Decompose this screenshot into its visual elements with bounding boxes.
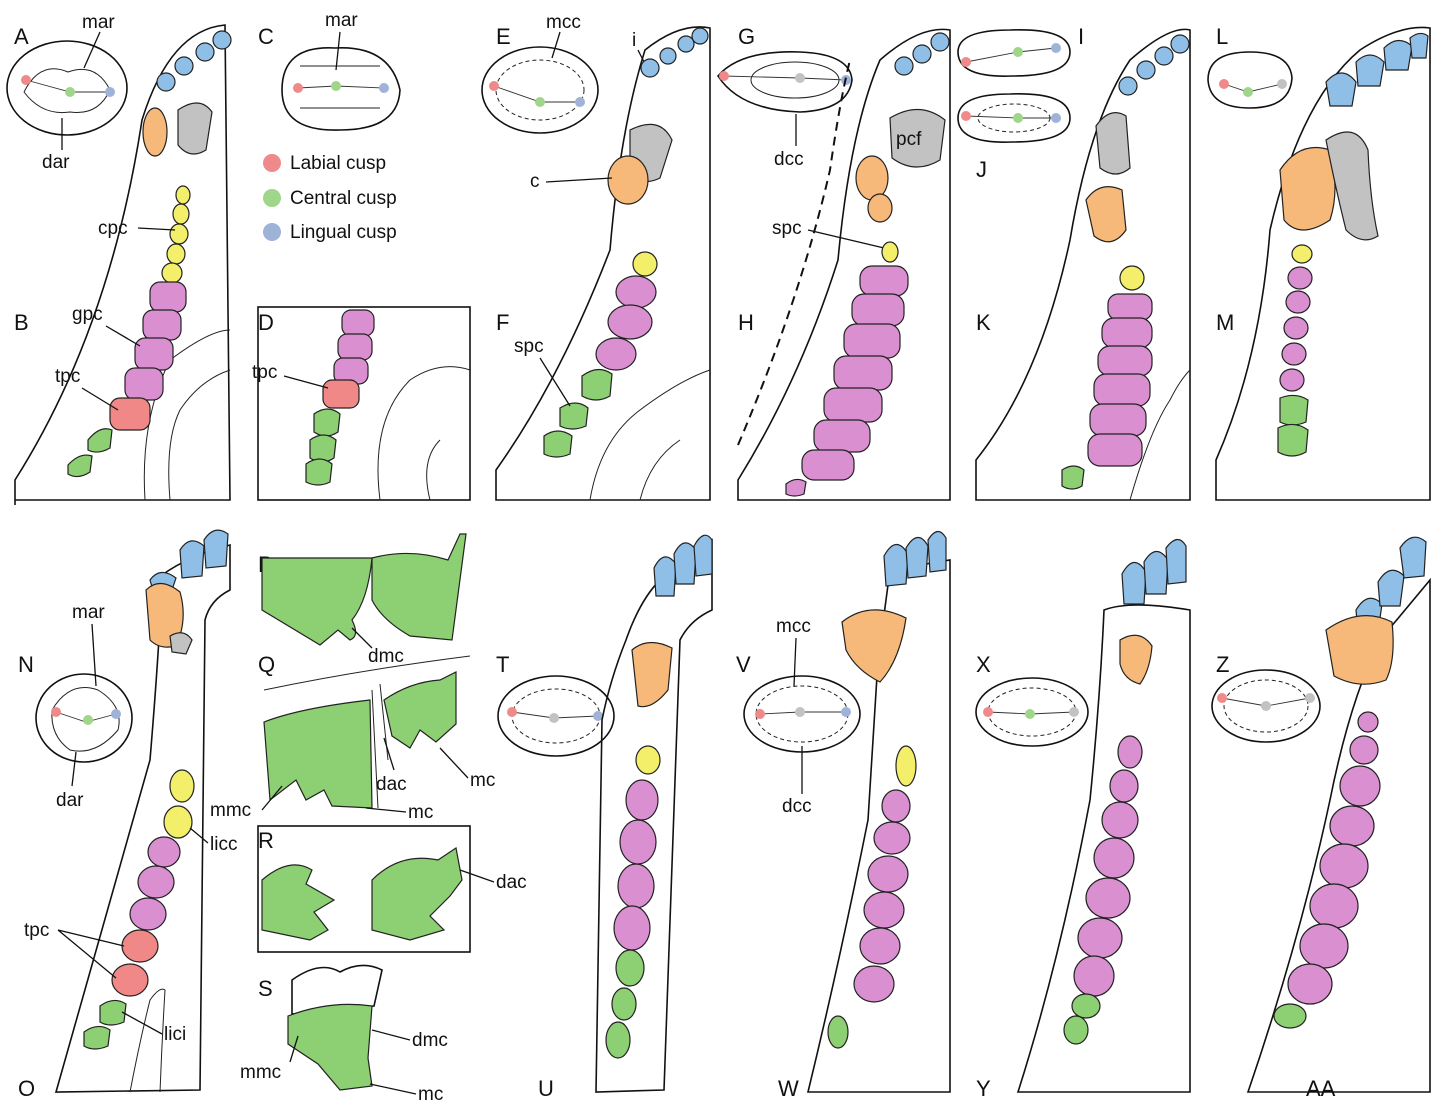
gray-bone [178, 103, 212, 154]
panel-x-y: X Y [976, 539, 1190, 1101]
label-dcc-v: dcc [782, 796, 812, 817]
panel-letter-j: J [976, 157, 987, 182]
label-dar: dar [42, 152, 70, 173]
label-c: c [530, 171, 540, 192]
panel-letter-d: D [258, 310, 274, 335]
label-tpc-d: tpc [252, 362, 277, 383]
label-mar-n: mar [72, 602, 105, 623]
label-dac-r: dac [496, 872, 527, 893]
legend-central: Central cusp [290, 188, 397, 209]
panel-letter-x: X [976, 652, 991, 677]
panel-letter-z: Z [1216, 652, 1229, 677]
label-spc: spc [514, 336, 544, 357]
panel-letter-e: E [496, 24, 511, 49]
legend-swatch-labial [263, 154, 281, 172]
label-mc-q: mc [470, 770, 495, 791]
incisor [157, 73, 175, 91]
label-dac-q: dac [376, 774, 407, 795]
panel-letter-aa: AA [1306, 1076, 1336, 1101]
panel-letter-r: R [258, 828, 274, 853]
panel-t-u: T U [496, 535, 712, 1101]
incisor [175, 57, 193, 75]
labial-cusp-dot [21, 75, 31, 85]
panel-letter-b: B [14, 310, 29, 335]
label-mcc-v: mcc [776, 616, 811, 637]
panel-n-o: N O mar dar licc tpc lici [18, 530, 237, 1101]
label-tpc: tpc [55, 366, 80, 387]
lingual-cusp-dot [105, 87, 115, 97]
dashed-boundary [738, 60, 850, 445]
panel-v-w: V W mcc dcc [736, 531, 950, 1101]
label-gpc: gpc [72, 304, 103, 325]
panel-letter-y: Y [976, 1076, 991, 1101]
panel-i-j-k: I J K [958, 24, 1190, 500]
panel-l-m: L M [1208, 24, 1430, 500]
jaw-outline-o [56, 545, 230, 1092]
label-dcc: dcc [774, 149, 804, 170]
panel-a-b: A B mar dar cpc [7, 12, 231, 505]
panel-letter-a: A [14, 24, 29, 49]
panel-letter-l: L [1216, 24, 1228, 49]
label-dmc-p: dmc [368, 646, 404, 667]
canine [143, 108, 167, 156]
label-pcf: pcf [896, 129, 922, 150]
panel-letter-h: H [738, 310, 754, 335]
panel-letter-i: I [1078, 24, 1084, 49]
label-tpc-o: tpc [24, 920, 49, 941]
label-licc: licc [210, 834, 237, 855]
incisor [213, 31, 231, 49]
label-mar-c: mar [325, 10, 358, 31]
jaw-outline-b [15, 25, 230, 505]
panel-letter-g: G [738, 24, 755, 49]
legend-swatch-lingual [263, 223, 281, 241]
panel-z-aa: Z AA [1212, 537, 1430, 1101]
panel-g-h: G H dcc pcf spc [718, 24, 950, 500]
label-spc-h: spc [772, 218, 802, 239]
label-mc-s: mc [418, 1084, 443, 1101]
incisor [196, 43, 214, 61]
label-lici: lici [164, 1024, 186, 1045]
jaw-outline-k [976, 29, 1190, 500]
legend-lingual: Lingual cusp [290, 222, 397, 243]
label-dar-n: dar [56, 790, 84, 811]
legend-swatch-central [263, 189, 281, 207]
label-mmc-s: mmc [240, 1062, 281, 1083]
legend: Labial cusp Central cusp Lingual cusp [263, 153, 397, 243]
panel-letter-o: O [18, 1076, 35, 1101]
label-cpc: cpc [98, 218, 128, 239]
label-dmc-s: dmc [412, 1030, 448, 1051]
panel-letter-s: S [258, 976, 273, 1001]
panel-letter-v: V [736, 652, 751, 677]
jaw-outline-m [1216, 27, 1430, 500]
panel-letter-k: K [976, 310, 991, 335]
panel-c-d: C D mar Labial cusp Central cusp Lingual… [252, 10, 470, 500]
label-mar: mar [82, 12, 115, 33]
legend-labial: Labial cusp [290, 153, 386, 174]
label-i: i [632, 30, 636, 51]
panel-letter-c: C [258, 24, 274, 49]
label-mc-q2: mc [408, 802, 433, 823]
label-mmc-q: mmc [210, 800, 251, 821]
panel-letter-w: W [778, 1076, 799, 1101]
panel-letter-n: N [18, 652, 34, 677]
label-mcc: mcc [546, 12, 581, 33]
panel-e-f: E F mcc i c spc [482, 12, 710, 500]
panel-letter-f: F [496, 310, 509, 335]
central-cusp-dot [65, 87, 75, 97]
panel-letter-q: Q [258, 652, 275, 677]
panel-letter-u: U [538, 1076, 554, 1101]
panel-letter-t: T [496, 652, 509, 677]
canine [608, 156, 648, 204]
panel-letter-m: M [1216, 310, 1234, 335]
crown-outline-g [718, 52, 852, 112]
panels-p-s: P dmc Q mmc dac mc mc R dac S dmc mmc mc [210, 534, 527, 1101]
